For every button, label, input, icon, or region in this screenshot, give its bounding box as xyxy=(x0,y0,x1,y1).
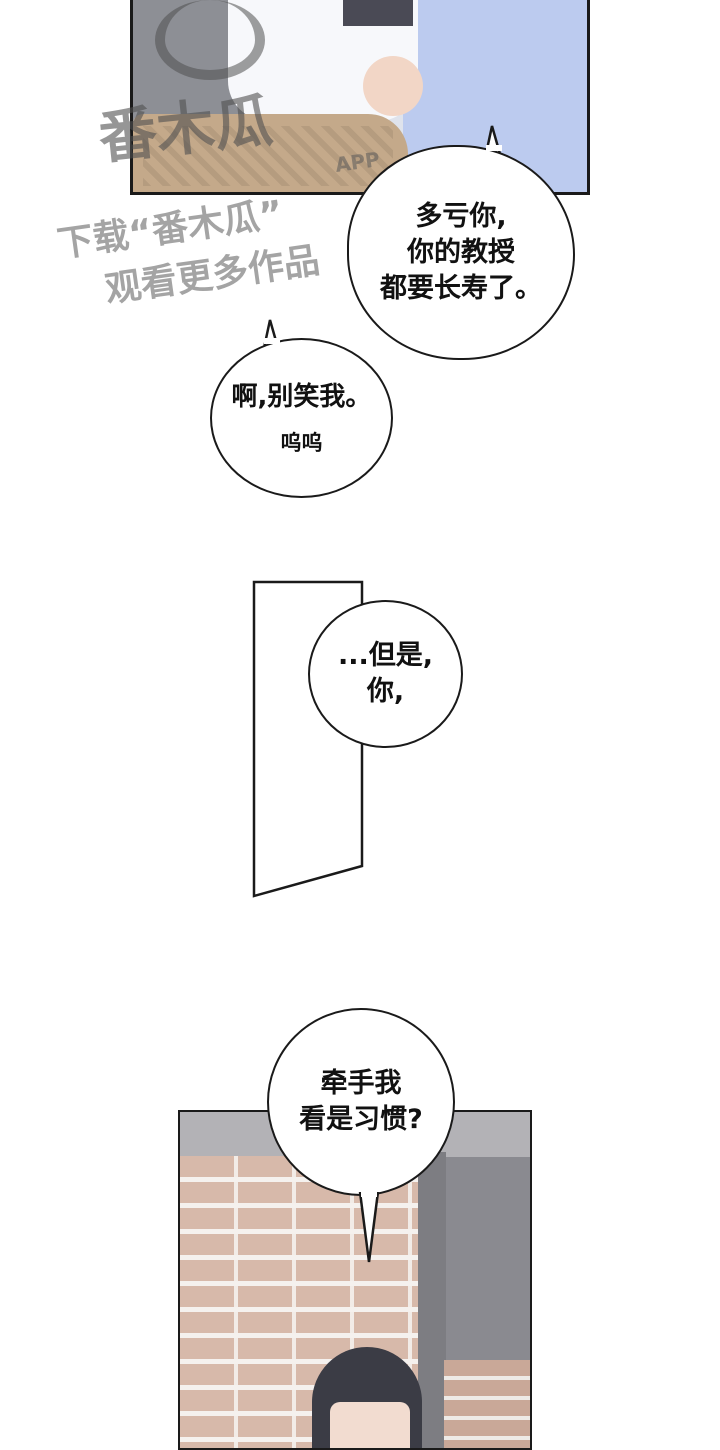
speech-bubble-4: 牵手我 看是习惯? xyxy=(267,1008,455,1196)
character-arm xyxy=(363,56,423,116)
dialogue-line: 多亏你, xyxy=(415,200,507,232)
tail-cover xyxy=(486,145,502,151)
basket-weave xyxy=(143,126,393,186)
dialogue-line: 看是习惯? xyxy=(299,1104,423,1135)
dialogue-line: 你, xyxy=(366,676,405,707)
bubble-tail xyxy=(358,1192,380,1263)
dialogue-line: 啊,别笑我。 xyxy=(231,382,372,412)
tail-cover xyxy=(264,338,280,344)
speech-bubble-1: 多亏你, 你的教授 都要长寿了。 xyxy=(347,145,575,360)
comic-panel-top xyxy=(130,0,590,195)
watermark-logo-mark xyxy=(155,0,265,80)
speech-bubble-3: ...但是, 你, xyxy=(308,600,463,748)
speech-bubble-2: 啊,别笑我。 呜呜 xyxy=(210,338,393,498)
dialogue-line: 你的教授 xyxy=(407,236,515,268)
sound-effect-text: 呜呜 xyxy=(280,431,323,455)
dialogue-line: 都要长寿了。 xyxy=(380,272,542,304)
character-face xyxy=(330,1402,410,1448)
dialogue-line: ...但是, xyxy=(337,640,434,671)
wicker-basket xyxy=(133,114,408,192)
wall-column xyxy=(418,1152,446,1448)
brick-wall-right xyxy=(444,1360,530,1448)
dialogue-line: 牵手我 xyxy=(320,1068,402,1099)
background-dark-object xyxy=(343,0,413,26)
